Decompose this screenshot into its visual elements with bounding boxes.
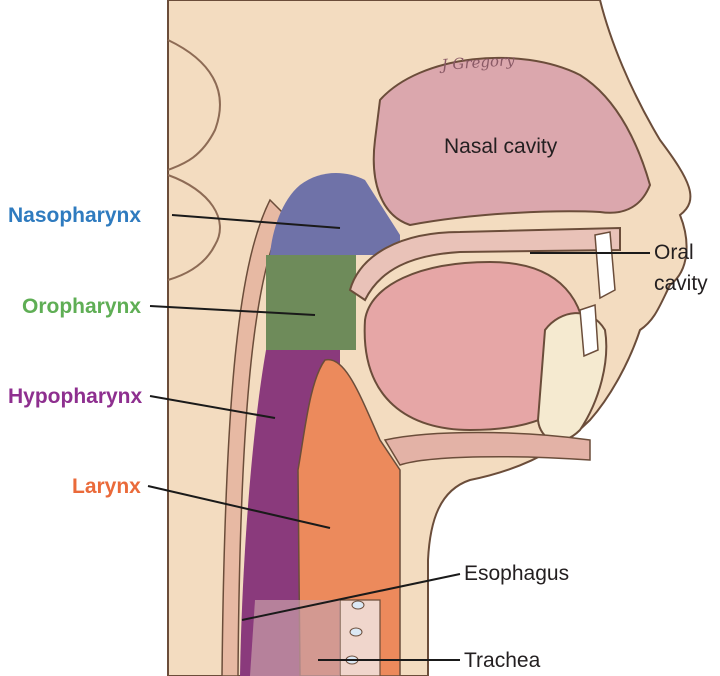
label-trachea: Trachea: [464, 649, 541, 672]
lower-teeth: [579, 303, 599, 358]
label-nasal-cavity: Nasal cavity: [444, 135, 558, 158]
leader-hypopharynx: [149, 395, 276, 419]
leader-larynx: [147, 485, 331, 529]
label-larynx: Larynx: [72, 475, 141, 498]
label-oral-cavity-line1: Oral: [654, 241, 694, 264]
ear-outline: [167, 39, 221, 171]
nasal-cavity-region: [372, 56, 652, 227]
trachea-ring: [351, 600, 365, 610]
upper-teeth: [594, 231, 616, 300]
leader-nasopharynx: [171, 214, 341, 229]
esophagus-tube: [339, 599, 381, 676]
hyoid-floor: [383, 431, 591, 466]
label-oral-cavity-line2: cavity: [654, 272, 708, 295]
oropharynx-region: [266, 255, 356, 350]
leader-oropharynx: [149, 305, 316, 316]
label-esophagus: Esophagus: [464, 562, 569, 585]
nasopharynx-region: [270, 173, 400, 255]
trachea-ring: [349, 627, 363, 637]
neck-wall: [221, 198, 286, 676]
soft-palate: [348, 226, 621, 302]
artist-signature: J Gregory: [438, 51, 516, 74]
ear-inner-outline: [167, 174, 221, 281]
label-nasopharynx: Nasopharynx: [8, 204, 141, 227]
label-oropharynx: Oropharynx: [22, 295, 141, 318]
leader-esophagus: [241, 573, 461, 621]
label-hypopharynx: Hypopharynx: [8, 385, 143, 408]
trachea-tube: [250, 600, 340, 676]
larynx-region: [297, 358, 401, 676]
